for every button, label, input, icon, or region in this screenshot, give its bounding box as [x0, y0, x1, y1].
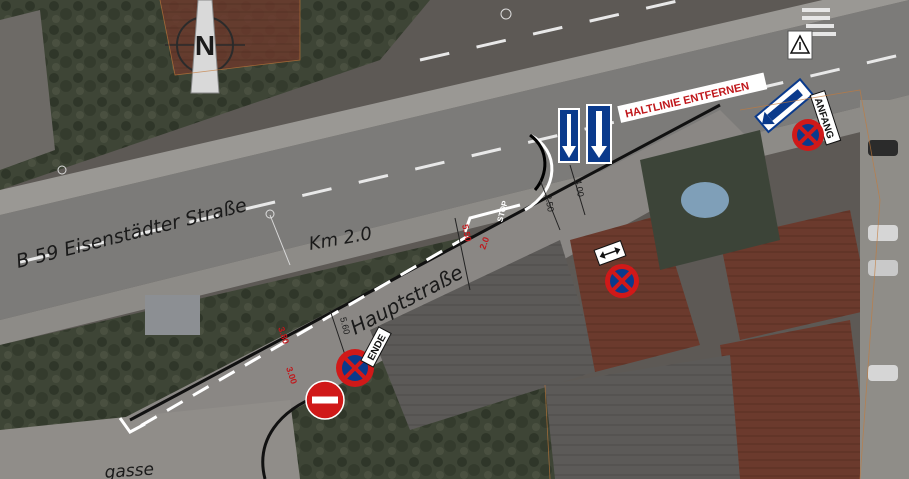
lane-markings	[19, 0, 901, 264]
crosswalk	[802, 8, 836, 36]
dimension-20: 2.0	[477, 236, 491, 251]
lower-street	[0, 400, 300, 479]
dimension-lines	[329, 164, 586, 356]
one-way-arrow-sign-icon-2	[586, 104, 612, 164]
pedestrian-crossing-sign-icon	[787, 30, 813, 60]
parcel-boundaries	[159, 0, 881, 479]
no-stopping-sign-icon	[792, 119, 824, 151]
survey-point-3	[57, 165, 67, 175]
north-letter: N	[195, 30, 215, 61]
building-grey-2	[545, 355, 740, 479]
dimension-250: 2.50	[543, 194, 556, 213]
side-street	[100, 110, 760, 479]
double-arrow-plate-icon	[593, 240, 627, 266]
curb-line	[129, 103, 721, 422]
survey-point-2	[500, 8, 512, 20]
start-zone-sign	[754, 77, 815, 134]
parking-area-east	[860, 100, 909, 479]
building-northwest	[0, 10, 55, 170]
lower-street-label: gasse	[104, 460, 155, 479]
parking-bay-markings	[118, 203, 521, 434]
one-way-arrow-sign-icon	[558, 108, 580, 163]
building-grey	[370, 240, 600, 430]
stop-line-curve	[524, 133, 554, 212]
curb-return	[529, 133, 547, 191]
dimension-560: 5.60	[338, 316, 352, 335]
km-line	[269, 214, 291, 266]
small-building	[145, 295, 200, 335]
north-arrow-icon: N	[165, 0, 245, 94]
pool	[681, 182, 729, 218]
no-stopping-sign-icon-2	[605, 264, 639, 298]
main-road	[0, 0, 909, 320]
survey-point	[265, 209, 275, 219]
building-brown-3	[720, 320, 870, 479]
sidewalk-north	[0, 0, 909, 215]
no-entry-sign-icon	[305, 380, 345, 420]
residential-area-north	[0, 0, 430, 190]
dimension-400: 4.00	[573, 179, 586, 198]
dimension-550: 5.50	[460, 223, 473, 242]
